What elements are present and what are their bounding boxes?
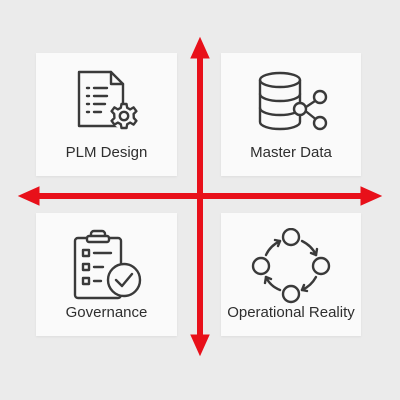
quadrant-label: Master Data [250,144,332,161]
cycle-nodes-icon [251,228,331,304]
quadrant-governance: Governance [36,213,177,336]
document-gear-icon [77,70,138,130]
quadrant-operational-reality: Operational Reality [221,213,361,336]
arrow-right-icon [360,186,383,206]
quadrant-label: Governance [65,304,148,321]
quadrant-master-data: Master Data [221,53,361,176]
clipboard-check-icon [73,229,141,300]
arrow-up-icon [190,36,210,59]
quadrant-plm-design: PLM Design [36,53,177,176]
arrow-down-icon [190,334,210,357]
database-share-icon [258,71,328,131]
arrow-left-icon [17,186,40,206]
quadrant-label: Operational Reality [227,304,355,321]
quadrant-label: PLM Design [65,144,148,161]
